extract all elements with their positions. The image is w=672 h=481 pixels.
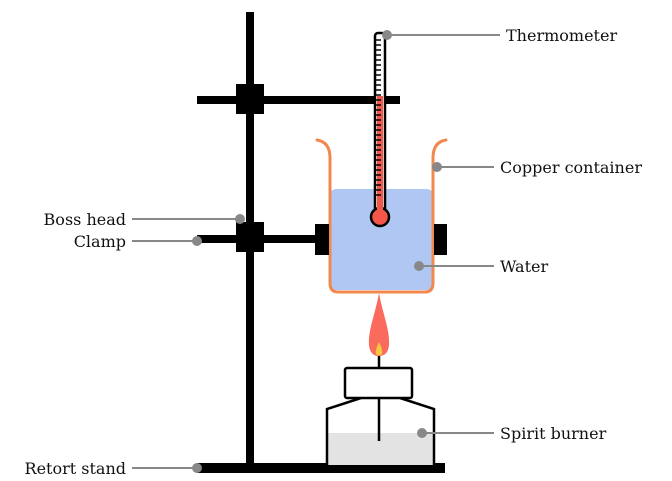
flame — [368, 293, 390, 356]
thermometer — [369, 31, 391, 228]
water-fill — [330, 189, 433, 290]
upper-boss-head — [236, 84, 264, 114]
boss-head — [236, 222, 264, 252]
clamp-pad-left — [315, 224, 329, 255]
label-water: Water — [500, 257, 548, 276]
clamp-pad-right — [434, 224, 447, 255]
clamp — [197, 222, 447, 255]
label-thermometer: Thermometer — [506, 26, 617, 45]
label-spirit-burner: Spirit burner — [500, 424, 607, 443]
upper-arm — [197, 96, 400, 104]
label-retort-stand: Retort stand — [25, 459, 126, 478]
copper-container — [315, 138, 448, 294]
stand-base — [197, 463, 445, 473]
label-boss-head: Boss head — [44, 210, 126, 229]
spirit-burner — [325, 356, 436, 465]
label-clamp: Clamp — [74, 232, 126, 251]
label-copper-container: Copper container — [500, 158, 642, 177]
